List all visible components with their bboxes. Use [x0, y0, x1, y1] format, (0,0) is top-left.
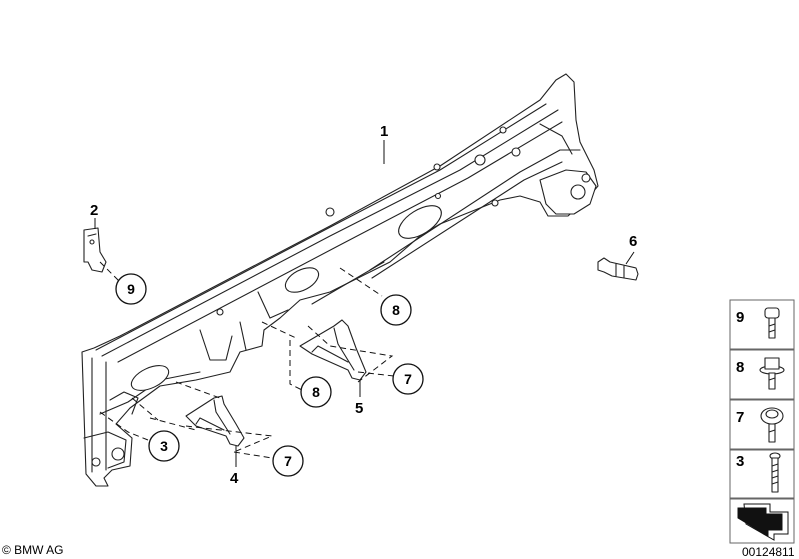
bracket-4-part	[185, 395, 245, 447]
legend-number-8: 8	[736, 359, 744, 376]
legend-item-3: 3	[729, 449, 795, 499]
callout-7-upper-text: 7	[404, 371, 412, 387]
front-arrow-icon	[737, 503, 789, 541]
small-bracket-part	[83, 218, 107, 273]
callout-8-lower-text: 8	[312, 384, 320, 400]
callout-8-lower: 8	[300, 376, 332, 408]
pin-part	[597, 251, 639, 281]
callout-9: 9	[115, 273, 147, 305]
fastener-legend: 9 8 7	[729, 299, 795, 544]
callout-9-text: 9	[127, 281, 135, 297]
long-bolt-icon	[769, 452, 781, 493]
callout-3: 3	[148, 430, 180, 462]
bracket-5-part	[299, 319, 367, 381]
label-part-6: 6	[629, 233, 637, 250]
callout-7-upper: 7	[392, 363, 424, 395]
bolt-short-icon	[764, 307, 780, 339]
legend-item-9: 9	[729, 299, 795, 350]
label-part-5: 5	[355, 400, 363, 417]
legend-item-7: 7	[729, 399, 795, 450]
flange-bolt-icon	[760, 407, 784, 443]
callout-7-lower: 7	[272, 445, 304, 477]
callout-8-upper-text: 8	[392, 302, 400, 318]
diagram-number: 00124811	[742, 545, 795, 559]
copyright-text: © BMW AG	[2, 543, 64, 557]
label-part-4: 4	[230, 470, 239, 487]
callout-7-lower-text: 7	[284, 453, 292, 469]
crossmember-part	[81, 73, 599, 487]
legend-number-3: 3	[736, 453, 744, 470]
legend-number-9: 9	[736, 309, 744, 326]
fastener-dash-lines	[99, 261, 395, 459]
label-part-2: 2	[90, 202, 98, 219]
direction-box	[729, 498, 795, 544]
flange-nut-icon	[759, 357, 785, 390]
legend-item-8: 8	[729, 349, 795, 400]
callout-8-upper: 8	[380, 294, 412, 326]
callout-3-text: 3	[160, 438, 168, 454]
label-part-1: 1	[380, 123, 388, 140]
legend-number-7: 7	[736, 409, 744, 426]
